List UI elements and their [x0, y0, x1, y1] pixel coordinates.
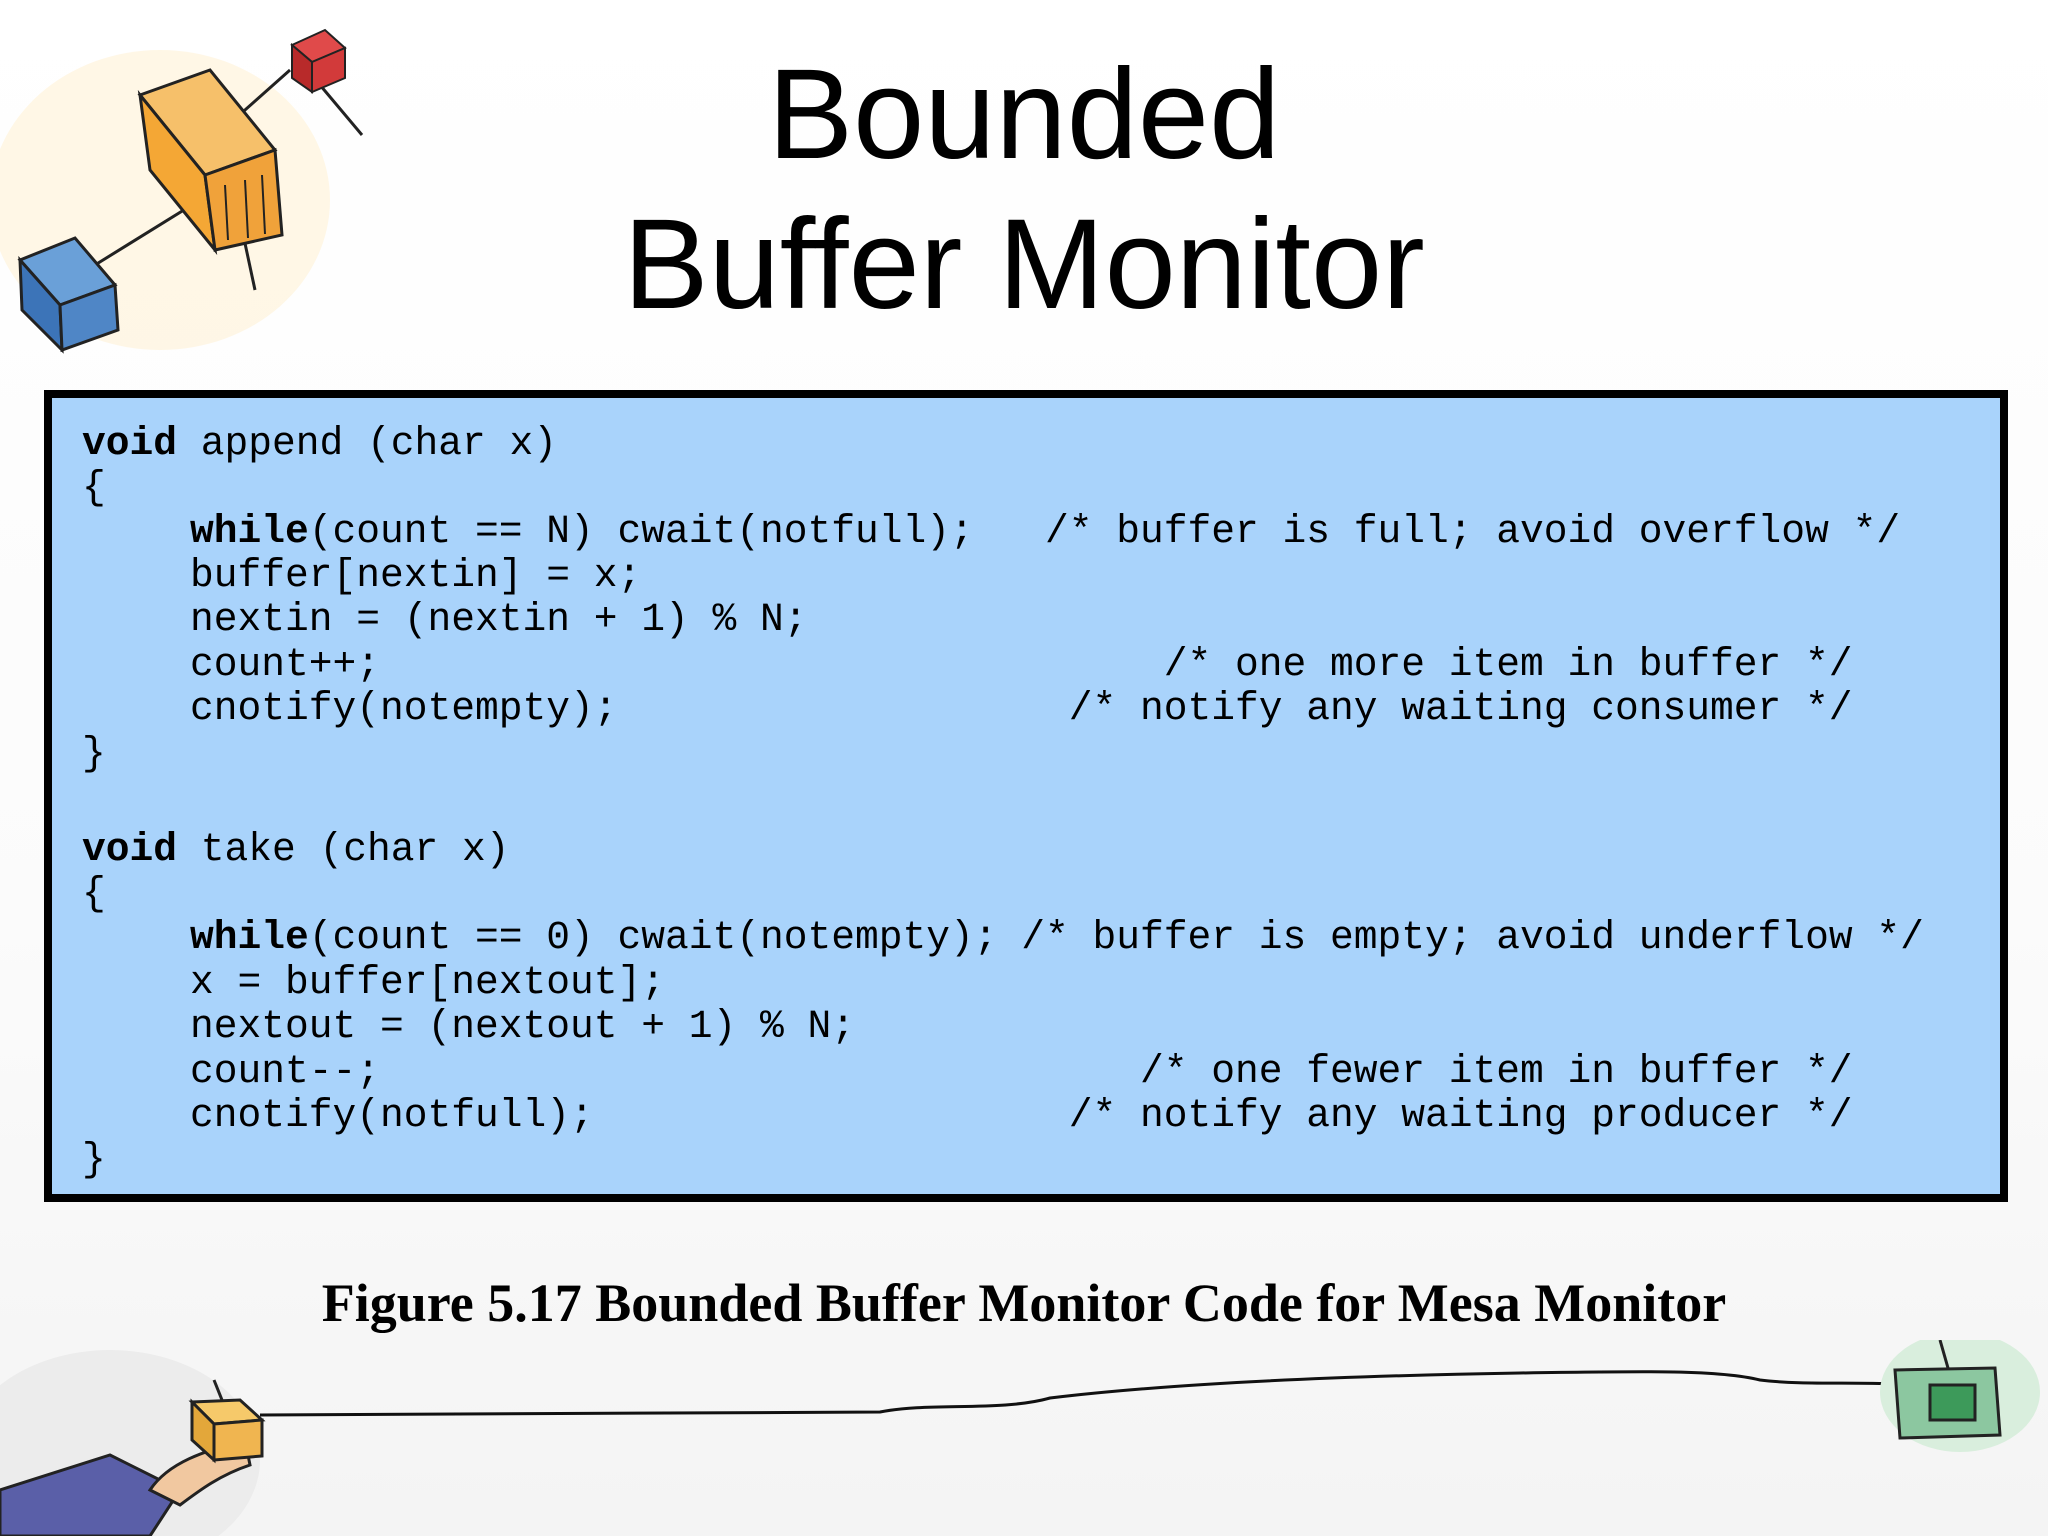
slide-title-line-1: Bounded — [767, 43, 1281, 186]
code-line: cnotify(notempty); /* notify any waiting… — [190, 686, 1853, 731]
figure-caption: Figure 5.17 Bounded Buffer Monitor Code … — [321, 1273, 1727, 1333]
code-keyword: void — [82, 827, 178, 872]
code-line: } — [82, 731, 106, 776]
buffer-cubes-illustration — [0, 28, 364, 354]
code-line: while(count == 0) cwait(notempty); /* bu… — [190, 916, 1924, 960]
slide-title-line-2: Buffer Monitor — [623, 193, 1425, 336]
code-line: nextin = (nextin + 1) % N; — [190, 597, 808, 642]
code-line: x = buffer[nextout]; — [190, 960, 666, 1005]
code-keyword: void — [82, 421, 178, 466]
code-line: { — [82, 871, 106, 916]
code-text: append (char x) — [177, 421, 558, 466]
code-line: cnotify(notfull); /* notify any waiting … — [190, 1093, 1853, 1138]
code-line: } — [82, 1137, 106, 1182]
code-line: void take (char x) — [82, 828, 510, 872]
code-line: void append (char x) — [82, 422, 557, 466]
hand-holding-box-with-wire-illustration — [0, 1340, 2040, 1536]
code-line: { — [82, 465, 106, 510]
code-listing: void append (char x) { while(count == N)… — [44, 390, 2008, 1202]
code-text: take (char x) — [177, 827, 510, 872]
code-line: nextout = (nextout + 1) % N; — [190, 1004, 856, 1049]
code-line: buffer[nextin] = x; — [190, 553, 642, 598]
code-line: while(count == N) cwait(notfull); /* buf… — [190, 510, 1900, 554]
code-line: count++; /* one more item in buffer */ — [190, 642, 1853, 687]
code-keyword: while — [190, 915, 309, 960]
code-text: (count == 0) cwait(notempty); /* buffer … — [308, 915, 1924, 960]
code-text: (count == N) cwait(notfull); /* buffer i… — [308, 509, 1901, 554]
code-line: count--; /* one fewer item in buffer */ — [190, 1049, 1853, 1094]
code-keyword: while — [190, 509, 309, 554]
